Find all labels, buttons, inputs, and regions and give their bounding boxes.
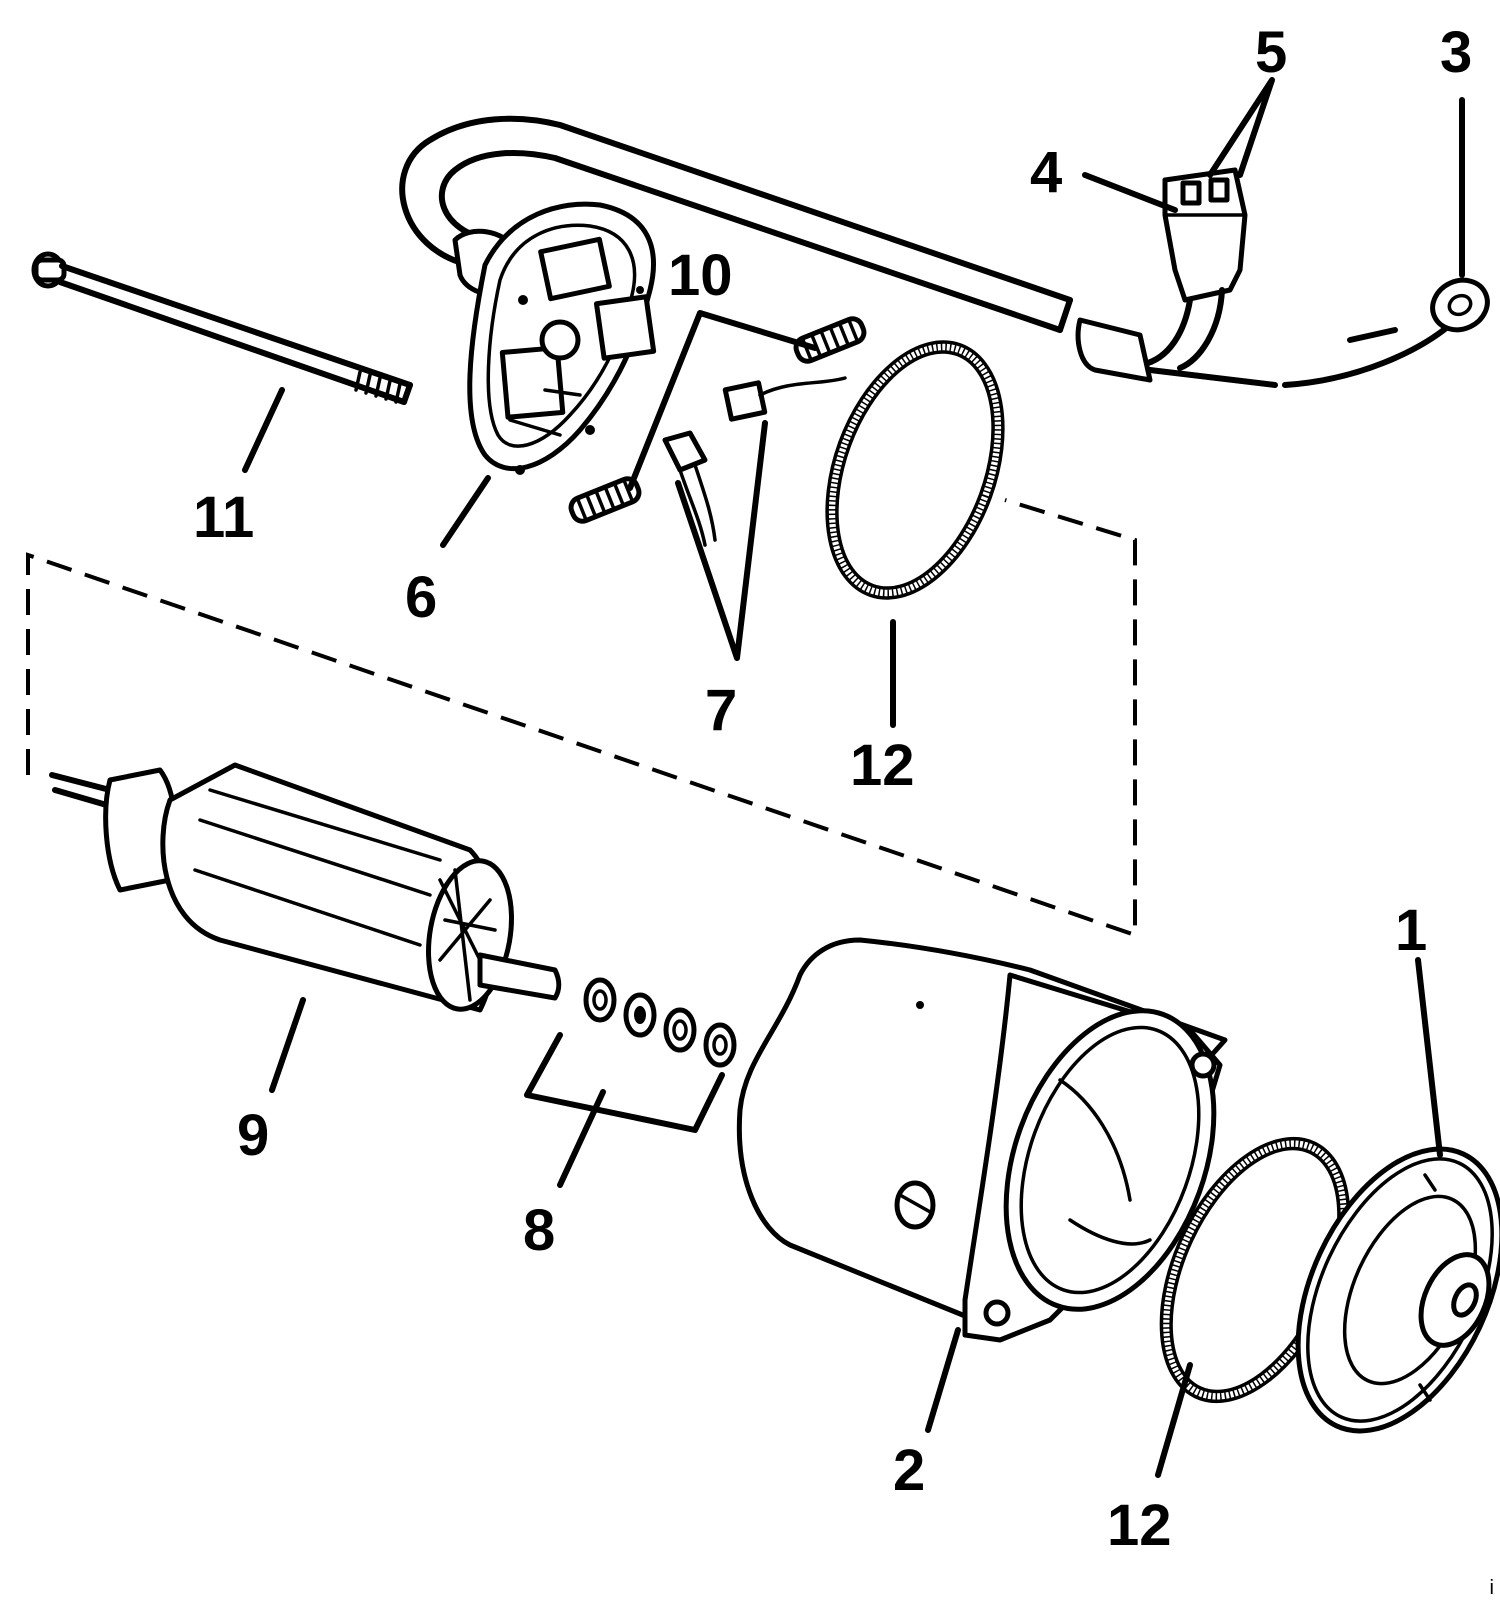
through-bolt [31, 251, 413, 405]
callout-8: 8 [523, 1198, 555, 1263]
o-ring-upper [825, 340, 1005, 600]
callout-3: 3 [1440, 20, 1472, 85]
callout-labels: 1 2 3 4 5 6 7 8 9 10 11 12 12 [193, 20, 1472, 1558]
callout-7: 7 [705, 678, 737, 743]
callout-11: 11 [193, 485, 254, 550]
corner-mark: i [1489, 1577, 1494, 1599]
callout-12-upper: 12 [850, 733, 915, 798]
brushes [662, 376, 847, 547]
callout-1: 1 [1395, 898, 1427, 963]
end-cap [1295, 1146, 1500, 1434]
brush-plate [399, 115, 1073, 475]
callout-2: 2 [893, 1438, 925, 1503]
callout-9: 9 [237, 1103, 269, 1168]
leader-lines [242, 77, 1465, 1478]
callout-4: 4 [1030, 140, 1062, 205]
wire-connector-assembly [1075, 167, 1490, 388]
motor-housing [736, 937, 1228, 1343]
callout-6: 6 [405, 565, 437, 630]
callout-10: 10 [668, 243, 733, 308]
callout-5: 5 [1255, 20, 1287, 85]
callout-12-lower: 12 [1107, 1493, 1172, 1558]
brush-springs [568, 316, 867, 524]
washers [524, 977, 737, 1133]
armature [49, 762, 562, 1013]
